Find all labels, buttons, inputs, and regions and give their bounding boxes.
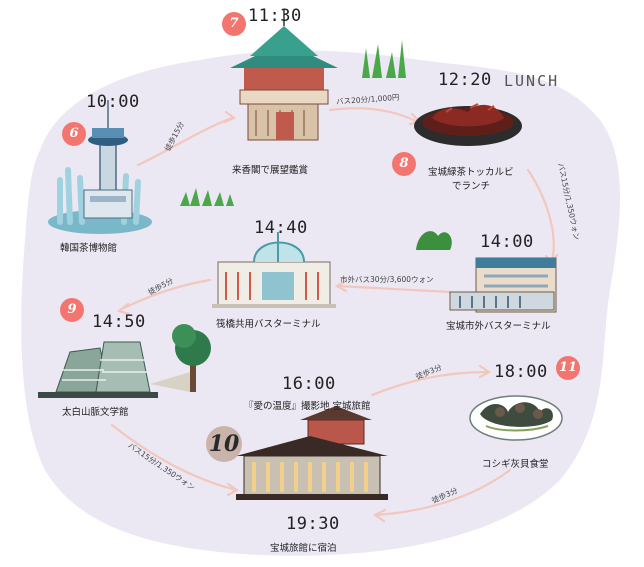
grass-decorations (180, 40, 452, 250)
route-lines (110, 107, 555, 517)
stop-9-time: 14:50 (92, 312, 146, 332)
literature-hall-illustration (38, 324, 211, 398)
galbi-plate-illustration (414, 103, 522, 146)
stop-10-badge: 10 (206, 426, 242, 462)
ryokan-illustration (236, 406, 388, 500)
shellfish-dish-illustration (469, 395, 563, 441)
stop-9-badge: 9 (60, 298, 84, 322)
route-8-terminal (526, 168, 555, 264)
pavilion-illustration (230, 10, 338, 141)
bosung-terminal-time: 14:00 (480, 232, 534, 252)
stop-8-badge: 8 (392, 152, 416, 176)
route-6-7 (136, 116, 234, 167)
route-ryokan-11 (370, 370, 490, 397)
stop-6-time: 10:00 (86, 92, 140, 112)
route-11-stay (374, 468, 512, 517)
tea-museum-illustration (48, 100, 152, 234)
overnight-time: 19:30 (286, 514, 340, 534)
route-terminal-bulgyo-label: 市外バス30分/3,600ウォン (340, 275, 434, 284)
bosung-terminal-name: 宝城市外バスターミナル (446, 321, 551, 332)
beolgyo-terminal-time: 14:40 (254, 218, 308, 238)
beolgyo-terminal-illustration (212, 232, 336, 308)
stop-9-name: 太白山脈文学館 (62, 407, 129, 418)
stop-7-time: 11:30 (248, 6, 302, 26)
lunch-label: LUNCH (504, 72, 560, 90)
route-7-8 (328, 107, 420, 124)
route-9-ryokan (110, 423, 238, 492)
route-bulgyo-9 (118, 278, 212, 312)
stop-6-badge: 6 (62, 122, 86, 146)
stop-6-name: 韓国茶博物館 (60, 243, 118, 254)
stop-11-time: 18:00 (494, 362, 548, 382)
stop-7-name: 来香閣で展望鑑賞 (232, 165, 309, 176)
route-terminal-bulgyo (336, 284, 452, 294)
stop-8-time: 12:20 (438, 70, 492, 90)
stop-11-badge: 11 (556, 356, 580, 380)
stop-7-badge: 7 (222, 12, 246, 36)
overnight-name: 宝城旅館に宿泊 (270, 543, 337, 554)
stop-8-name-line1: 宝城緑茶トッカルビ (428, 167, 514, 178)
stop-8-name-line2: でランチ (452, 181, 491, 192)
stop-10-name: 『愛の温度』撮影地 宝城旅館 (244, 401, 371, 412)
beolgyo-terminal-name: 筏橋共用バスターミナル (216, 319, 321, 330)
stop-10-time: 16:00 (282, 374, 336, 394)
stop-11-name: コシギ灰貝食堂 (482, 459, 549, 470)
bosung-terminal-illustration (449, 257, 557, 313)
